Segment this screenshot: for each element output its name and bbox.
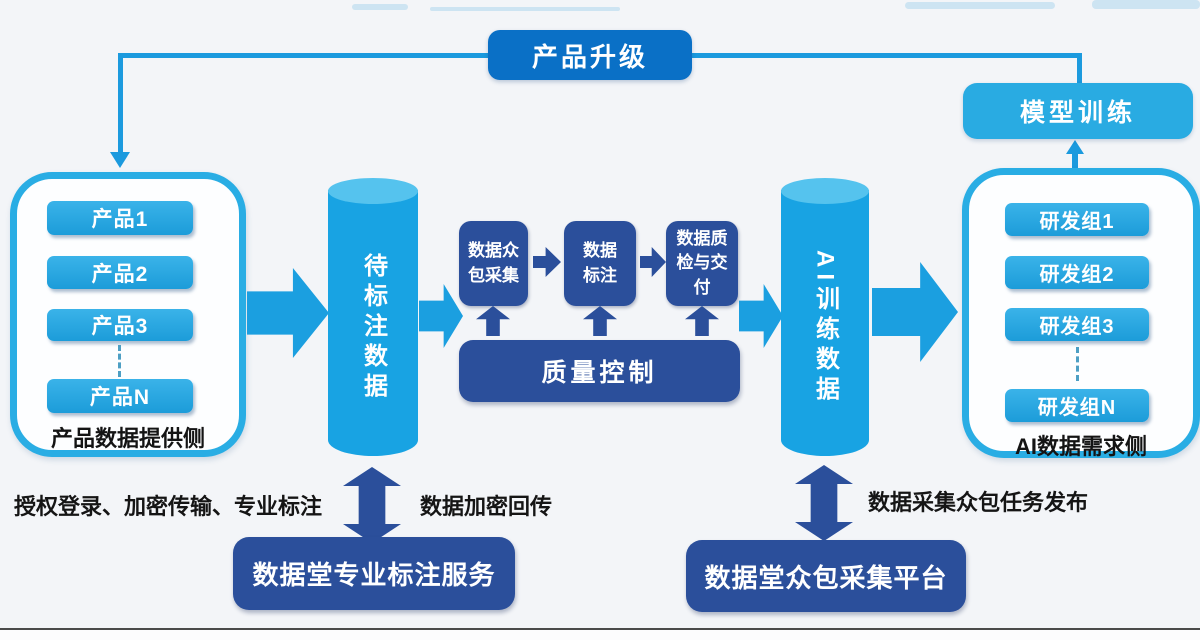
process-step-qc-delivery-label: 数据质 检与交 付 bbox=[676, 228, 728, 297]
product-upgrade-node: 产品升级 bbox=[488, 30, 692, 80]
provider-ellipsis-separator bbox=[118, 345, 121, 377]
rd-group-item-1-label: 研发组1 bbox=[1039, 211, 1115, 233]
rd-group-item-n-label: 研发组N bbox=[1037, 397, 1117, 419]
double-arrow-annotation-icon bbox=[343, 467, 401, 543]
collection-caption: 数据采集众包任务发布 bbox=[868, 490, 1089, 515]
quality-up-arrow-icon bbox=[476, 306, 510, 336]
product-item-1-label: 产品1 bbox=[91, 208, 149, 231]
quality-control-label: 质量控制 bbox=[541, 359, 658, 387]
demand-ellipsis-separator bbox=[1076, 347, 1079, 381]
top-ghost-artifact bbox=[1092, 0, 1200, 9]
cylinder-top bbox=[328, 178, 418, 204]
model-training-arrow-stem bbox=[1072, 152, 1078, 168]
annotation-left-caption: 授权登录、加密传输、专业标注 bbox=[14, 494, 323, 519]
product-item-n-label: 产品N bbox=[89, 386, 151, 409]
product-item-2: 产品2 bbox=[47, 256, 193, 289]
process-step-collection-label: 数据众 包采集 bbox=[468, 240, 519, 285]
cylinder-body bbox=[328, 190, 418, 456]
product-item-1: 产品1 bbox=[47, 201, 193, 235]
double-arrow-collection-icon bbox=[795, 465, 853, 541]
feedback-connector-right-vertical bbox=[1077, 53, 1082, 86]
model-training-label: 模型训练 bbox=[1019, 99, 1136, 127]
top-ghost-artifact bbox=[352, 4, 408, 10]
rd-group-item-1: 研发组1 bbox=[1005, 203, 1149, 236]
bottom-divider bbox=[0, 628, 1200, 630]
up-arrowhead-icon bbox=[1066, 140, 1084, 154]
product-upgrade-label: 产品升级 bbox=[531, 41, 648, 72]
annotation-right-caption: 数据加密回传 bbox=[420, 494, 553, 519]
ai-training-data-label: AI训练数据 bbox=[811, 250, 839, 406]
cylinder-body bbox=[781, 190, 869, 456]
process-step-annotation-label: 数据 标注 bbox=[583, 240, 617, 285]
demand-panel-caption: AI数据需求侧 bbox=[1014, 434, 1147, 459]
demand-panel: 研发组1 研发组2 研发组3 研发组N AI数据需求侧 bbox=[962, 168, 1200, 459]
flow-arrow-process-to-training bbox=[739, 284, 783, 348]
rd-group-item-2-label: 研发组2 bbox=[1039, 264, 1115, 286]
product-item-3: 产品3 bbox=[47, 309, 193, 341]
flow-arrow-provider-to-data bbox=[247, 268, 329, 358]
ai-training-data-cylinder: AI训练数据 bbox=[781, 178, 869, 456]
step-arrow-icon bbox=[533, 247, 561, 277]
top-ghost-artifact bbox=[430, 7, 620, 11]
flow-arrow-training-to-demand bbox=[872, 262, 958, 362]
model-training-node: 模型训练 bbox=[963, 83, 1193, 139]
flow-arrow-data-to-process bbox=[419, 284, 463, 348]
cylinder-top bbox=[781, 178, 869, 204]
feedback-connector-left-vertical bbox=[118, 53, 123, 153]
quality-up-arrow-icon bbox=[685, 306, 719, 336]
process-step-annotation: 数据 标注 bbox=[564, 221, 636, 306]
annotation-service-label: 数据堂专业标注服务 bbox=[252, 560, 496, 590]
down-arrowhead-icon bbox=[110, 152, 130, 168]
quality-control-bar: 质量控制 bbox=[459, 340, 740, 402]
process-step-qc-delivery: 数据质 检与交 付 bbox=[666, 221, 738, 306]
rd-group-item-3-label: 研发组3 bbox=[1039, 316, 1115, 338]
rd-group-item-n: 研发组N bbox=[1005, 389, 1149, 422]
product-item-2-label: 产品2 bbox=[91, 262, 149, 286]
unlabeled-data-cylinder: 待标注数据 bbox=[328, 178, 418, 456]
product-item-n: 产品N bbox=[47, 379, 193, 413]
bottom-strip bbox=[0, 630, 1200, 640]
provider-panel: 产品1 产品2 产品3 产品N 产品数据提供侧 bbox=[10, 172, 246, 457]
crowdsourcing-platform-node: 数据堂众包采集平台 bbox=[686, 540, 966, 612]
rd-group-item-3: 研发组3 bbox=[1005, 308, 1149, 341]
step-arrow-icon bbox=[640, 247, 666, 277]
unlabeled-data-label: 待标注数据 bbox=[359, 253, 387, 403]
crowdsourcing-platform-label: 数据堂众包采集平台 bbox=[704, 562, 948, 593]
rd-group-item-2: 研发组2 bbox=[1005, 256, 1149, 289]
provider-panel-caption: 产品数据提供侧 bbox=[50, 426, 205, 451]
process-step-collection: 数据众 包采集 bbox=[459, 221, 528, 306]
product-item-3-label: 产品3 bbox=[91, 315, 149, 338]
annotation-service-node: 数据堂专业标注服务 bbox=[233, 537, 515, 610]
top-ghost-artifact bbox=[905, 2, 1055, 9]
quality-up-arrow-icon bbox=[583, 306, 617, 336]
